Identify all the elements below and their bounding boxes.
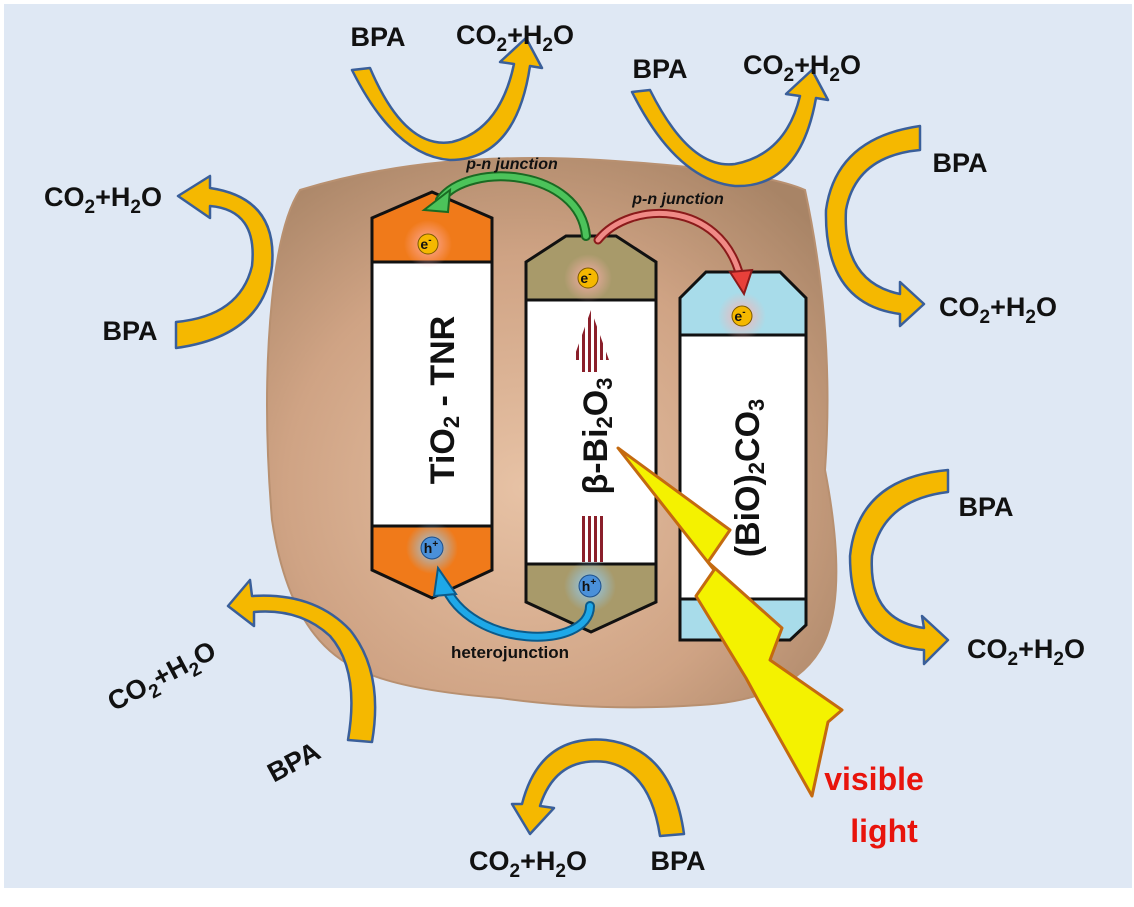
bpa-label-right-lower: BPA xyxy=(958,492,1013,522)
svg-text:h+: h+ xyxy=(424,539,439,556)
pn-junction-arrow-red xyxy=(593,209,754,297)
heterojunction-label: heterojunction xyxy=(451,643,569,662)
pn-junction-label-1: p-n junction xyxy=(465,156,558,173)
pn-junction-label-2: p-n junction xyxy=(631,191,724,208)
light-label: light xyxy=(850,813,918,849)
svg-text:e-: e- xyxy=(734,307,745,324)
degradation-arrow-right-upper xyxy=(824,124,926,328)
bioco3-label: (BiO)2CO3 xyxy=(729,399,769,558)
degradation-arrow-left xyxy=(174,174,274,350)
svg-text:h+: h+ xyxy=(582,577,597,594)
degradation-arrow-top-left xyxy=(350,36,544,162)
degradation-arrow-bottom-left xyxy=(226,578,377,744)
svg-text:e-: e- xyxy=(420,235,431,252)
svg-text:e-: e- xyxy=(580,269,591,286)
hole-tio2: h+ xyxy=(406,522,458,574)
degradation-arrow-right-lower xyxy=(848,468,950,666)
electron-bioco3: e- xyxy=(718,292,766,340)
bi2o3-label: β-Bi2O3 xyxy=(577,377,617,494)
tio2-bandgap xyxy=(370,260,494,528)
excitation-arrow-up xyxy=(573,310,609,372)
pn-junction-arrow-green xyxy=(421,171,591,241)
tio2-column: TiO2 - TNR xyxy=(370,190,494,600)
electron-tio2: e- xyxy=(404,220,452,268)
tio2-label: TiO2 - TNR xyxy=(424,316,464,484)
bpa-label-left: BPA xyxy=(102,316,157,346)
bpa-label-right-upper: BPA xyxy=(932,148,987,178)
visible-label: visible xyxy=(824,761,924,797)
degradation-arrow-top-right xyxy=(630,68,830,188)
degradation-arrow-bottom xyxy=(510,738,686,838)
lightning-bolt-icon xyxy=(616,446,844,798)
bpa-label-top-right: BPA xyxy=(632,54,687,84)
hole-bi2o3: h+ xyxy=(564,560,616,612)
heterojunction-arrow xyxy=(432,565,595,642)
bpa-label-top-left: BPA xyxy=(350,22,405,52)
bpa-label-bottom: BPA xyxy=(650,846,705,876)
excitation-arrow-stem xyxy=(580,516,604,562)
electron-bi2o3: e- xyxy=(564,254,612,302)
